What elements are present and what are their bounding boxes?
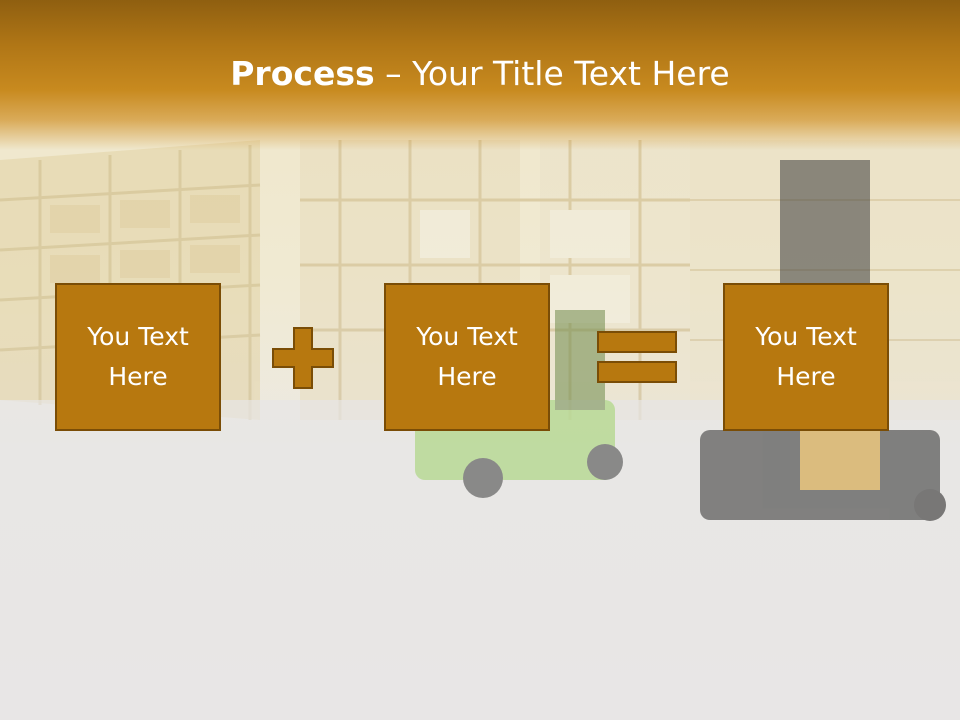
title-rest: – Your Title Text Here bbox=[374, 54, 730, 93]
text-box-2[interactable]: You Text Here bbox=[384, 283, 550, 431]
text-box-1[interactable]: You Text Here bbox=[55, 283, 221, 431]
plus-icon bbox=[272, 327, 334, 389]
text-box-3[interactable]: You Text Here bbox=[723, 283, 889, 431]
text-box-3-label: You Text Here bbox=[755, 322, 857, 391]
text-box-1-label: You Text Here bbox=[87, 322, 189, 391]
equals-icon bbox=[597, 331, 677, 383]
title-banner bbox=[0, 0, 960, 150]
slide-title: Process – Your Title Text Here bbox=[0, 52, 960, 96]
text-box-2-label: You Text Here bbox=[416, 322, 518, 391]
title-bold: Process bbox=[230, 54, 375, 93]
